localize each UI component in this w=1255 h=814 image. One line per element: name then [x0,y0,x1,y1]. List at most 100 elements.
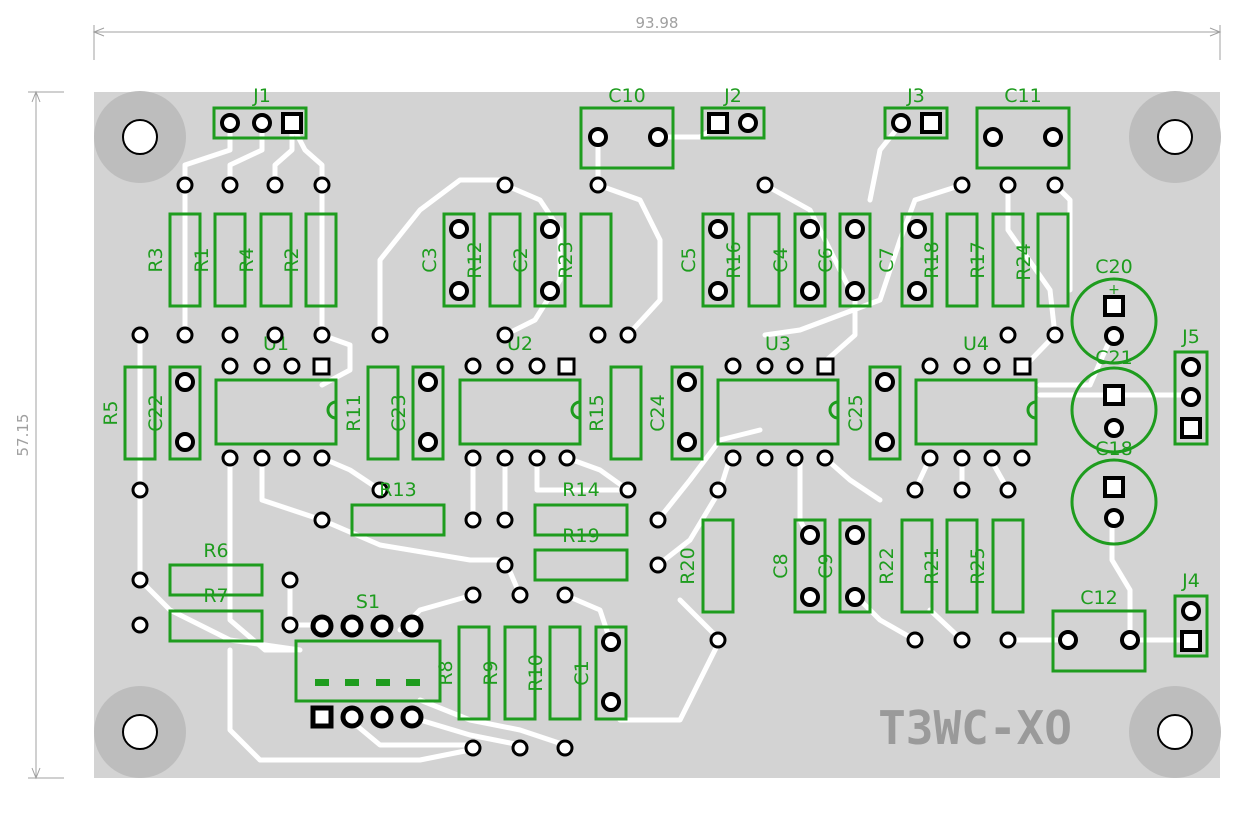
capacitor-c8 [793,518,827,614]
r6-label: R6 [203,540,228,562]
c5-label: C5 [678,247,700,272]
r25-label: R25 [967,547,989,584]
resistor-r19 [533,548,629,582]
c21-label: C21 [1095,347,1132,369]
board-name: T3WC-XO [878,701,1072,755]
resistor-r16 [747,212,781,308]
resistor-r17 [991,212,1025,308]
r3-label: R3 [145,247,167,272]
r5-label: R5 [100,400,122,425]
r1-label: R1 [191,247,213,272]
connector-j3 [883,106,949,140]
r16-label: R16 [723,241,745,278]
width-dimension-label: 93.98 [636,14,679,32]
through-hole-pads [131,176,1064,757]
ic-u3 [716,357,840,467]
capacitor-c20: + [1070,277,1158,365]
resistor-r21 [945,518,979,614]
ic-u4 [914,357,1038,467]
capacitor-c23 [411,365,445,461]
capacitor-c21 [1070,366,1158,454]
c18-label: C18 [1095,438,1132,460]
j3-label: J3 [906,85,925,107]
c4-label: C4 [770,247,792,272]
resistor-r3 [168,176,202,344]
resistor-r22 [900,518,934,614]
c2-label: C2 [510,247,532,272]
capacitor-c11 [975,106,1071,170]
resistor-r14 [533,503,629,537]
r22-label: R22 [876,547,898,584]
c23-label: C23 [388,394,410,431]
height-dimension-label: 57.15 [14,414,32,457]
connector-j5 [1173,350,1209,446]
connector-j2 [700,106,766,140]
r14-label: R14 [562,479,599,501]
resistor-r5 [123,365,157,461]
resistor-r6 [168,563,264,597]
u4-label: U4 [963,333,989,355]
r18-label: R18 [921,241,943,278]
r10-label: R10 [525,654,547,691]
r15-label: R15 [586,394,608,431]
capacitor-c2 [533,212,567,308]
r7-label: R7 [203,585,228,607]
board-outline [94,92,1220,778]
resistor-r18 [945,212,979,308]
ic-u2 [458,357,582,467]
capacitor-c10 [579,106,675,170]
c20-label: C20 [1095,256,1132,278]
capacitor-c22 [168,365,202,461]
width-dimension [92,25,1222,60]
r2-label: R2 [281,247,303,272]
c11-label: C11 [1004,85,1041,107]
r13-label: R13 [379,479,416,501]
connector-j1 [212,106,308,140]
c25-label: C25 [845,394,867,431]
resistor-r4 [259,176,293,344]
resistor-r25 [991,518,1025,614]
r19-label: R19 [562,525,599,547]
j5-label: J5 [1181,326,1200,348]
switch-s1 [294,614,442,729]
resistor-r15 [609,365,643,461]
c8-label: C8 [770,553,792,578]
r11-label: R11 [343,394,365,431]
capacitor-c18 [1070,458,1158,546]
resistor-r2 [304,176,338,344]
capacitor-c24 [670,365,704,461]
resistor-r24 [1036,212,1070,308]
resistor-r10 [548,625,582,721]
r8-label: R8 [435,660,457,685]
capacitor-c4 [793,212,827,308]
resistor-r8 [457,625,491,721]
r20-label: R20 [677,547,699,584]
r23-label: R23 [555,241,577,278]
r9-label: R9 [480,660,502,685]
svg-text:+: + [1108,282,1120,298]
c24-label: C24 [647,394,669,431]
resistor-r1 [213,176,247,344]
c7-label: C7 [876,247,898,272]
resistor-r12 [488,212,522,308]
j4-label: J4 [1181,570,1200,592]
c12-label: C12 [1080,587,1117,609]
ic-u1 [214,357,338,467]
j1-label: J1 [252,85,271,107]
c10-label: C10 [608,85,645,107]
resistor-r23 [579,212,613,308]
r17-label: R17 [967,241,989,278]
resistor-r9 [503,625,537,721]
r24-label: R24 [1013,243,1035,280]
c22-label: C22 [145,394,167,431]
c9-label: C9 [815,553,837,578]
c1-label: C1 [571,660,593,685]
j2-label: J2 [723,85,742,107]
capacitor-c6 [838,212,872,308]
r12-label: R12 [464,241,486,278]
resistor-r11 [366,365,400,461]
resistor-r13 [350,503,446,537]
capacitor-c1 [594,625,628,721]
capacitor-c5 [701,212,735,308]
